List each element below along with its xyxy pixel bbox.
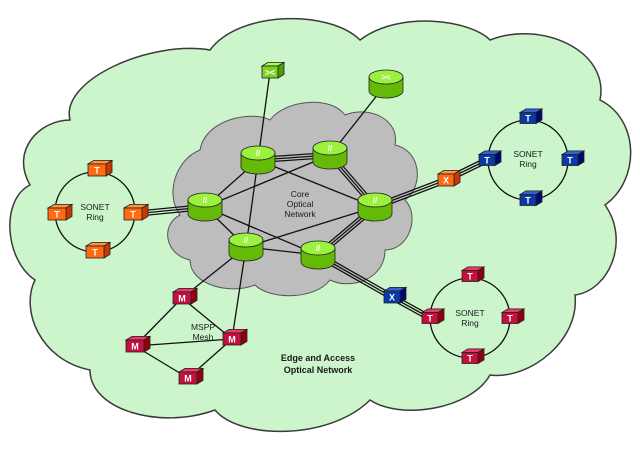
- core-router-5-glyph: //: [244, 236, 249, 245]
- edge-label-line1: Edge and Access: [281, 353, 355, 363]
- link-core-2-3: [204, 154, 331, 208]
- dwdm-node-bottom: X: [382, 286, 408, 304]
- network-nodes: // // // // // // >< >< X X T T T T T T T T T T T T M M M M: [46, 61, 586, 385]
- sonet-left-node-3: T: [122, 203, 150, 221]
- link-core-mspp-3: [231, 246, 247, 340]
- link-core-4-5: [245, 206, 376, 248]
- sonet-right-label-line1: SONET: [513, 149, 542, 159]
- core-router-3: //: [187, 192, 223, 222]
- sonet-left-label-line1: SONET: [80, 202, 109, 212]
- core-label-line3: Network: [284, 209, 316, 219]
- sonet-bottom-node-1: T: [460, 266, 486, 283]
- link-core-1-4: [257, 159, 376, 208]
- sonet-left-node-1: T: [86, 159, 114, 177]
- core-router-5: //: [228, 232, 264, 262]
- mspp-label-line2: Mesh: [193, 332, 214, 342]
- mspp-label-line1: MSPP: [191, 322, 215, 332]
- sonet-left-label-line2: Ring: [86, 212, 104, 222]
- sonet-left-node-1-glyph: T: [94, 166, 100, 176]
- sonet-left-node-4-glyph: T: [92, 248, 98, 258]
- core-label-line2: Optical: [287, 199, 314, 209]
- core-router-2-glyph: //: [328, 144, 333, 153]
- top-switch-node-right-glyph: ><: [381, 73, 391, 82]
- core-router-4: //: [357, 192, 393, 222]
- sonet-bottom-node-2-glyph: T: [427, 314, 433, 324]
- diagram-labels: Core Optical Network Edge and Access Opt…: [80, 149, 542, 375]
- core-router-1-glyph: //: [256, 149, 261, 158]
- sonet-bottom-node-3-glyph: T: [507, 314, 513, 324]
- sonet-bottom-node-2: T: [420, 308, 446, 325]
- core-router-6: //: [300, 240, 336, 270]
- sonet-right-node-2: T: [477, 150, 503, 167]
- mspp-node-3-glyph: M: [228, 335, 236, 345]
- sonet-right-node-1-glyph: T: [525, 114, 531, 124]
- sonet-right-node-3: T: [560, 150, 586, 167]
- sonet-left-node-2: T: [46, 203, 74, 221]
- sonet-left-node-3-glyph: T: [130, 210, 136, 220]
- core-router-4-glyph: //: [373, 196, 378, 205]
- core-router-6-glyph: //: [316, 244, 321, 253]
- mspp-node-1-glyph: M: [178, 294, 186, 304]
- sonet-left-node-2-glyph: T: [54, 210, 60, 220]
- top-switch-node-right: ><: [368, 69, 404, 99]
- mspp-node-2: M: [124, 335, 152, 353]
- mspp-node-4: M: [177, 367, 205, 385]
- sonet-right-node-4-glyph: T: [525, 196, 531, 206]
- dwdm-node-right: X: [436, 169, 462, 187]
- dwdm-node-right-glyph: X: [443, 176, 449, 186]
- core-router-3-glyph: //: [203, 196, 208, 205]
- sonet-right-node-2-glyph: T: [484, 156, 490, 166]
- sonet-bottom-node-1-glyph: T: [467, 272, 473, 282]
- mspp-node-4-glyph: M: [184, 374, 192, 384]
- link-core-3-6: [204, 206, 319, 256]
- sonet-right-node-1: T: [518, 108, 544, 125]
- sonet-bottom-node-4-glyph: T: [467, 354, 473, 364]
- sonet-bottom-node-3: T: [500, 308, 526, 325]
- sonet-bottom-label-line1: SONET: [455, 308, 484, 318]
- top-switch-node-left: ><: [260, 61, 286, 79]
- edge-label-line2: Optical Network: [284, 365, 354, 375]
- sonet-right-node-4: T: [518, 190, 544, 207]
- sonet-right-label-line2: Ring: [519, 159, 537, 169]
- core-router-2: //: [312, 140, 348, 170]
- mspp-node-1: M: [171, 287, 199, 305]
- core-label-line1: Core: [291, 189, 310, 199]
- core-router-1: //: [240, 145, 276, 175]
- sonet-right-node-3-glyph: T: [567, 156, 573, 166]
- link-mspp-2-3: [134, 338, 233, 347]
- top-switch-node-left-glyph: ><: [265, 68, 276, 78]
- mspp-node-3: M: [221, 328, 249, 346]
- link-core-1-5: [245, 159, 259, 248]
- sonet-left-node-4: T: [84, 241, 112, 259]
- link-core-top-1: [257, 71, 271, 161]
- mspp-node-2-glyph: M: [131, 342, 139, 352]
- sonet-bottom-label-line2: Ring: [461, 318, 479, 328]
- sonet-bottom-node-4: T: [460, 348, 486, 365]
- dwdm-node-bottom-glyph: X: [389, 293, 395, 303]
